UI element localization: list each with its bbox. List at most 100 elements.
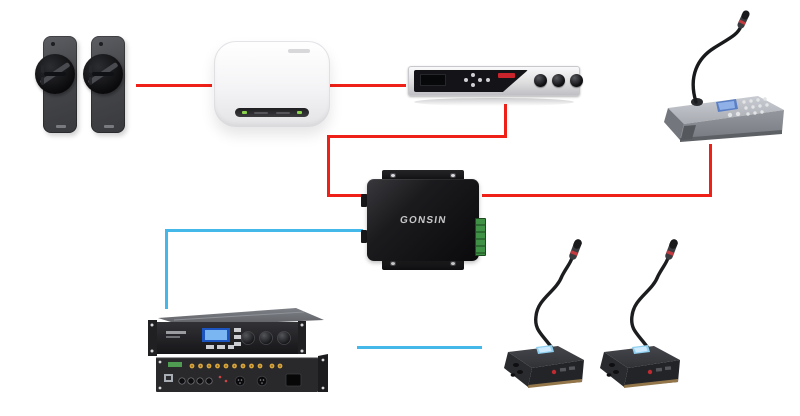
rear-red-indicator: [218, 375, 222, 379]
processor-display: [420, 74, 446, 86]
handheld-dial: [35, 54, 75, 94]
rear-yellow-connectors: [189, 363, 283, 369]
processor-button: [471, 83, 475, 87]
ap-status-slot: [235, 108, 309, 117]
link-mainunit-to-microphones: [357, 346, 482, 349]
rear-ethernet-inner: [166, 376, 171, 380]
paging-console: [660, 10, 792, 152]
delegate-mic-drawing: [504, 239, 584, 388]
link-processor-to-box-seg1: [504, 104, 507, 138]
processor-button: [464, 78, 468, 82]
link-box-to-console-seg2: [709, 144, 712, 197]
console-lcd-glow: [718, 101, 735, 110]
handheld-led: [51, 42, 55, 46]
link-processor-to-box-seg3: [327, 135, 330, 197]
console-front-notch: [681, 125, 696, 140]
handheld-side-button: [89, 65, 92, 73]
ap-slot-divider: [275, 111, 290, 114]
handheld-logo-mark: [56, 125, 66, 128]
mic-front-key: [664, 366, 672, 371]
mic-base-top: [604, 346, 680, 368]
delegate-mic-drawing: [600, 239, 680, 388]
mic-front-key: [568, 366, 576, 371]
handheld-logo-mark: [104, 125, 114, 128]
processor-button: [478, 78, 482, 82]
mic-lcd-glow: [538, 346, 552, 353]
mainunit-buttons: [206, 328, 241, 349]
dial-slot: [44, 72, 66, 76]
box-screw-hole: [450, 261, 456, 266]
handheld-side-button: [89, 77, 92, 85]
rack-screws: [150, 323, 304, 353]
processor-knob: [552, 74, 565, 87]
mainunit-knobs: [241, 331, 291, 345]
rear-red-indicator: [224, 379, 228, 383]
link-processor-to-box-seg4: [327, 194, 367, 197]
mic-red-ring: [570, 250, 579, 256]
ap-slot-divider: [254, 111, 269, 114]
mic-base-left: [600, 352, 628, 387]
mic-front-key: [559, 367, 567, 372]
mainunit-rear-panel: [156, 358, 318, 392]
handheld-led: [99, 42, 103, 46]
box-side-tab: [361, 230, 367, 243]
audio-processor-1u: [406, 64, 583, 112]
processor-knob: [534, 74, 547, 87]
gonsin-interface-box: GONSIN: [360, 170, 486, 270]
mic-base-top: [508, 346, 584, 368]
rack-screws: [158, 358, 325, 390]
delegate-microphone-2: [592, 234, 692, 394]
processor-knob: [570, 74, 583, 87]
processor-brand-badge: [498, 73, 515, 78]
link-box-to-console-seg1: [482, 194, 712, 197]
ap-status-led: [242, 111, 247, 114]
box-screw-hole: [450, 173, 456, 178]
mainunit-top-streak: [173, 311, 305, 321]
mainunit-logo-mark: [166, 331, 186, 334]
gonsin-brand-label: GONSIN: [398, 214, 448, 226]
mainunit-top-surface: [158, 308, 324, 326]
mainunit-rack-ear-right: [298, 321, 306, 354]
console-gooseneck: [691, 24, 743, 104]
rear-din-ports: [178, 377, 213, 385]
rack-stack-drawing: [148, 308, 328, 392]
wireless-handheld-unit-2: [83, 33, 134, 137]
box-side-tab: [361, 194, 367, 207]
rear-power-inlet: [285, 373, 302, 387]
mic-base-gold-rim: [624, 379, 678, 388]
rear-xlr-connectors: [234, 375, 268, 387]
console-button-grid: [727, 97, 769, 118]
link-box-to-mainunit-seg2: [165, 229, 168, 309]
dial-slot: [92, 72, 114, 76]
link-handhelds-to-ap: [136, 84, 212, 87]
mainunit-text-mark: [166, 336, 180, 338]
conference-main-unit: [144, 304, 334, 396]
handheld-side-button: [41, 77, 44, 85]
ap-logo-mark: [288, 49, 310, 53]
paging-console-drawing: [664, 10, 784, 142]
link-box-to-mainunit-seg1: [165, 229, 363, 232]
mic-tip: [669, 239, 678, 249]
mic-lcd-glow: [634, 346, 648, 353]
mic-base-gold-rim: [528, 379, 582, 388]
mic-front-key: [655, 367, 663, 372]
delegate-microphone-1: [496, 234, 596, 394]
rear-green-terminal: [168, 362, 182, 367]
mainunit-rack-ear-left: [148, 320, 157, 356]
box-screw-hole: [390, 261, 396, 266]
box-green-terminal-block: [475, 218, 486, 256]
mic-gooseneck: [630, 256, 670, 350]
mic-base-left: [504, 352, 532, 387]
link-processor-to-box-seg2: [327, 135, 507, 138]
ap-status-led: [296, 111, 302, 114]
console-left-face: [664, 108, 684, 140]
mic-speak-button: [647, 369, 653, 375]
mic-gooseneck: [534, 256, 574, 350]
box-mounting-flange-bottom: [382, 258, 464, 270]
wireless-handheld-unit-1: [35, 33, 86, 137]
processor-shadow: [414, 98, 574, 106]
box-screw-hole: [390, 173, 396, 178]
console-mic-red-ring: [738, 19, 746, 26]
console-bottom-rim: [680, 130, 782, 142]
